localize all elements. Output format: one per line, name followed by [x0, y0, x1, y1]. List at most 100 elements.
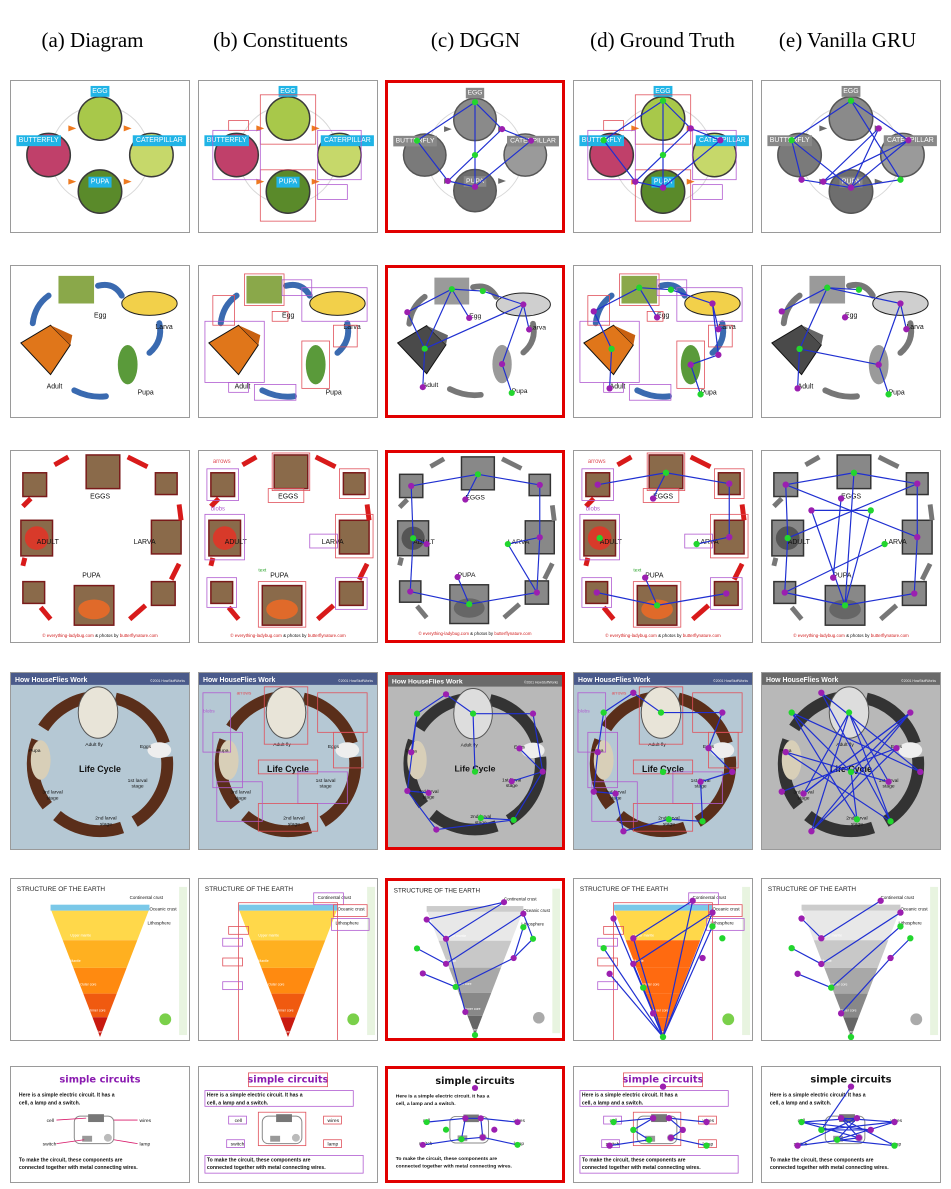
graph-node: [697, 391, 704, 398]
layer-label: Inner core: [465, 1007, 480, 1011]
constituent-box: [581, 577, 612, 608]
stage-label: EGGS: [465, 495, 485, 502]
body-line-4: connected together with metal connecting…: [19, 1165, 138, 1171]
stage-label-bg: [16, 135, 61, 147]
graph-node: [500, 899, 508, 906]
graph-node: [477, 814, 484, 822]
graph-node: [649, 1010, 657, 1017]
cycle-arrow: [804, 454, 821, 468]
layer-label: Outer core: [643, 983, 659, 987]
panel-graphic: How HouseFlies Work©2001 HowStuffWorksLi…: [199, 673, 377, 849]
graph-node: [818, 1126, 825, 1134]
constituent-box: [642, 488, 680, 503]
graph-node: [828, 984, 835, 991]
column-header-3: (d) Ground Truth: [590, 28, 735, 52]
earth-layer: [427, 911, 523, 941]
graph-node: [423, 540, 430, 548]
constituent-box: [212, 731, 243, 789]
credit-part: photos by: [287, 633, 307, 638]
body-line-3: To make the circuit, these components ar…: [582, 1157, 686, 1163]
layer-label: Lithosphere: [147, 920, 171, 925]
corner-dot: [347, 1013, 360, 1026]
graph-edge: [785, 751, 891, 822]
stage-label: 2nd larval: [283, 815, 304, 821]
housefly-image: [77, 686, 119, 739]
layer-label: Center: [471, 1028, 482, 1032]
graph-node: [897, 909, 904, 916]
constituent-box: [603, 120, 624, 131]
arrow-head: [68, 125, 77, 132]
cycle-arrow: [709, 320, 727, 356]
body-line-2: cell, a lamp and a switch.: [770, 1100, 832, 1106]
graph-edge: [699, 781, 704, 822]
arrow-head: [498, 178, 506, 184]
graph-node: [808, 828, 815, 835]
body-line-3: To make the circuit, these components ar…: [207, 1157, 311, 1163]
earth-layer: [813, 940, 889, 968]
graph-node: [729, 768, 736, 776]
graph-node: [820, 178, 827, 185]
stage-label-2: stage: [797, 796, 809, 802]
stage-label: 1st larval: [128, 778, 148, 784]
cycle-arrow: [520, 320, 537, 356]
credit-part: &: [95, 633, 99, 638]
layer-label: Inner core: [90, 1008, 106, 1012]
stage-label: Pupa: [701, 389, 717, 396]
title-bar: [199, 673, 377, 685]
graph-edge: [848, 712, 890, 783]
stage-label: Adult fly: [85, 742, 103, 748]
graph-node: [887, 818, 894, 825]
constituent-box: [638, 686, 684, 745]
graph-edge: [593, 791, 616, 795]
graph-edge: [878, 364, 890, 395]
graph-node: [847, 184, 855, 191]
graph-node: [404, 309, 411, 316]
graph-edge: [410, 485, 414, 539]
graph-edge: [424, 303, 524, 350]
constituent-box: [204, 1155, 364, 1174]
graph-node: [630, 689, 637, 696]
graph-node: [818, 689, 825, 696]
cycle-arrow: [217, 292, 240, 327]
arrow-head: [444, 126, 452, 132]
stage-label-bg: [465, 87, 485, 99]
graph-node: [479, 1134, 486, 1141]
graph-node: [504, 540, 511, 548]
part-label: wires: [140, 1118, 152, 1124]
graph-edge: [597, 712, 605, 753]
wing: [50, 325, 73, 345]
arrow-head: [819, 125, 828, 132]
earth-layer: [448, 967, 502, 993]
graph-edge: [609, 348, 613, 389]
layer-label: Upper mantle: [258, 933, 279, 937]
graph-node: [699, 954, 706, 962]
constituent-box: [656, 279, 688, 297]
stage-photo: [273, 454, 309, 490]
corner-dot: [910, 1013, 923, 1026]
cycle-arrow: [822, 387, 860, 400]
layer-label: Inner core: [278, 1008, 294, 1012]
graph-node: [699, 818, 706, 825]
graph-node: [413, 137, 421, 144]
cycle-arrow: [771, 557, 779, 567]
diagram-title: STRUCTURE OF THE EARTH: [394, 888, 481, 895]
earth-layer: [467, 1015, 483, 1036]
copyright-note: ©2001 HowStuffWorks: [338, 679, 373, 683]
earth-layer: [625, 940, 701, 968]
panel-graphic: How HouseFlies Work©2001 HowStuffWorksLi…: [762, 673, 940, 849]
stage-label: ADULT: [37, 539, 60, 546]
graph-edge: [474, 128, 503, 156]
constituent-box: [238, 902, 338, 1040]
stage-label: Adult: [798, 383, 814, 390]
stage-label-2: stage: [46, 796, 58, 802]
graph-node: [726, 480, 733, 487]
stage-label: Larva: [343, 324, 360, 331]
stage-label: Larva: [155, 324, 172, 331]
graph-edge: [785, 484, 789, 539]
graph-node: [419, 384, 426, 391]
credit-part: © everything-ladybug.com: [419, 631, 471, 636]
